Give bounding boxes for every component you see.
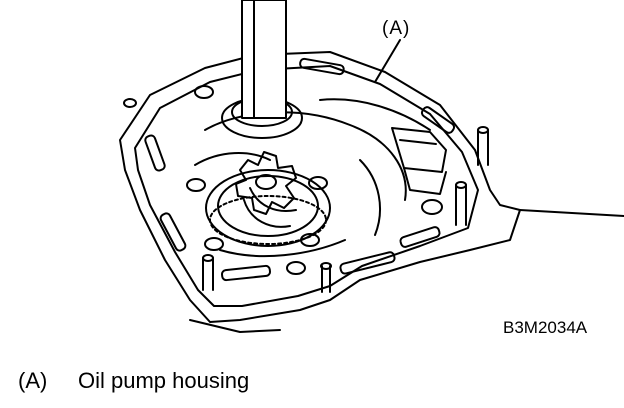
case-edge xyxy=(519,209,624,217)
gasket-slots xyxy=(144,57,456,282)
housing-plate-outline xyxy=(119,51,521,323)
pump-ring-outer xyxy=(205,169,331,247)
inner-channel-4 xyxy=(359,159,381,236)
shaft xyxy=(241,0,287,119)
inner-channel-1 xyxy=(204,111,407,201)
pump-gear xyxy=(235,151,297,228)
pump-bearing-race xyxy=(209,195,327,245)
inner-channel-2 xyxy=(194,152,271,166)
figure-code: B3M2034A xyxy=(503,318,588,337)
callout-leader xyxy=(374,39,401,83)
studs xyxy=(202,126,489,293)
inner-channel-5 xyxy=(219,239,346,258)
legend: (A) Oil pump housing xyxy=(18,368,249,394)
inner-channel-3 xyxy=(319,98,431,131)
legend-key: (A) xyxy=(18,368,48,393)
valve-body xyxy=(391,127,447,195)
callout-label-a: (A) xyxy=(382,18,411,39)
legend-text: Oil pump housing xyxy=(78,368,250,393)
bolts xyxy=(123,85,443,275)
